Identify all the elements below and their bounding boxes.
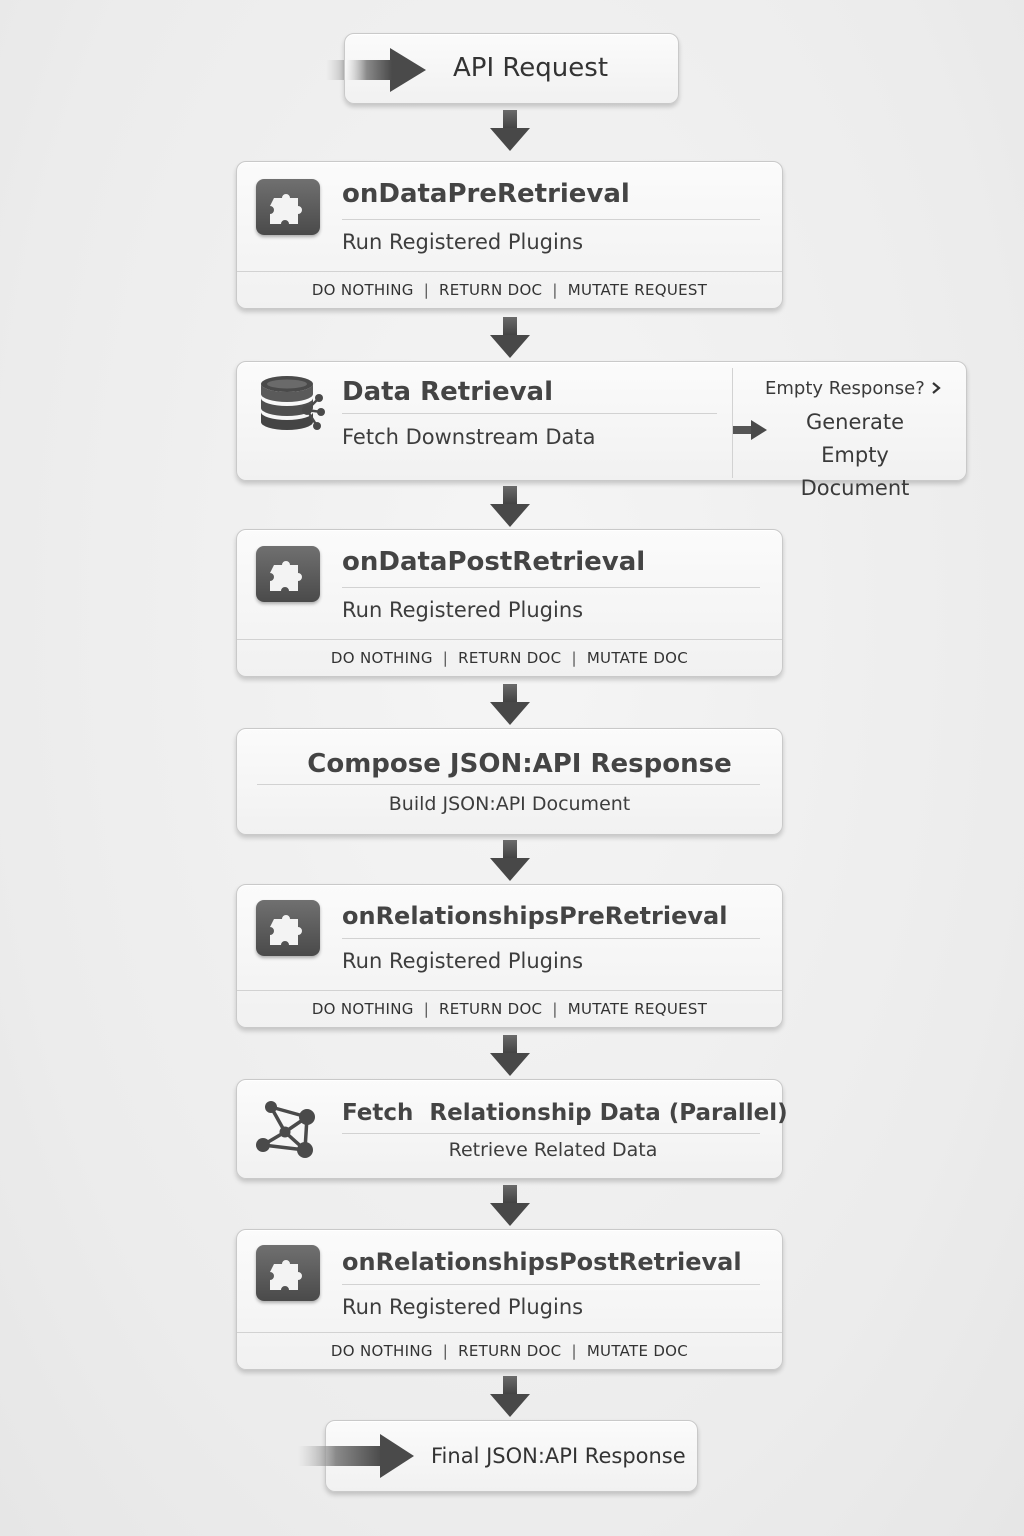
node-subtitle: Run Registered Plugins [342,949,584,973]
plugin-options: DO NOTHING|RETURN DOC|MUTATE REQUEST [237,990,782,1027]
node-subtitle: Build JSON:API Document [388,793,631,815]
option-return-doc: RETURN DOC [439,281,543,299]
puzzle-icon [256,179,320,235]
node-subtitle: Run Registered Plugins [342,230,584,254]
option-do-nothing: DO NOTHING [330,1342,433,1360]
node-subtitle: Fetch Downstream Data [342,425,596,449]
option-mutate-doc: MUTATE DOC [586,649,689,667]
plugin-options: DO NOTHING|RETURN DOC|MUTATE REQUEST [237,271,782,308]
node-title: Data Retrieval [342,377,554,407]
on-relationships-pre-retrieval-node: onRelationshipsPreRetrieval Run Register… [236,884,783,1028]
network-icon [256,1101,315,1158]
down-arrow-icon [490,840,530,881]
down-arrow-icon [490,110,530,151]
node-title: onRelationshipsPostRetrieval [342,1248,742,1276]
down-arrow-icon [490,1376,530,1417]
node-title: onDataPostRetrieval [342,547,646,577]
final-response-label: Final JSON:API Response [431,1444,686,1468]
node-title: Fetch Relationship Data (Parallel) [342,1100,788,1126]
node-title: onDataPreRetrieval [342,179,630,209]
on-data-post-retrieval-node: onDataPostRetrieval Run Registered Plugi… [236,529,783,677]
puzzle-icon [256,1245,320,1301]
generate-empty-document-label: Generate Empty Document [800,410,910,500]
puzzle-icon [256,546,320,602]
option-mutate-request: MUTATE REQUEST [567,1000,708,1018]
plugin-options: DO NOTHING|RETURN DOC|MUTATE DOC [237,639,782,676]
data-retrieval-node: Data Retrieval Fetch Downstream Data Emp… [236,361,967,500]
empty-response-question: Empty Response? [765,378,941,399]
puzzle-icon [256,900,320,956]
down-arrow-icon [490,1185,530,1226]
plugin-options: DO NOTHING|RETURN DOC|MUTATE DOC [237,1332,782,1369]
api-request-node: API Request [344,33,679,104]
down-arrow-icon [490,684,530,725]
branch-arrow-icon [733,420,767,440]
on-relationships-post-retrieval-node: onRelationshipsPostRetrieval Run Registe… [236,1229,783,1370]
option-do-nothing: DO NOTHING [311,1000,414,1018]
down-arrow-icon [490,486,530,527]
option-return-doc: RETURN DOC [439,1000,543,1018]
empty-response-branch: Empty Response? Generate Empty Document [732,368,967,500]
chevron-right-icon [931,382,941,394]
down-arrow-icon [490,1035,530,1076]
api-request-label: API Request [453,53,609,83]
on-data-pre-retrieval-node: onDataPreRetrieval Run Registered Plugin… [236,161,783,309]
database-icon [261,376,325,430]
down-arrow-icon [490,317,530,358]
exit-arrow [298,1434,414,1478]
option-do-nothing: DO NOTHING [311,281,414,299]
node-subtitle: Run Registered Plugins [342,1295,584,1319]
node-title: onRelationshipsPreRetrieval [342,902,728,930]
option-mutate-request: MUTATE REQUEST [567,281,708,299]
node-subtitle: Retrieve Related Data [448,1139,658,1161]
option-return-doc: RETURN DOC [458,1342,562,1360]
fetch-relationship-data-node: Fetch Relationship Data (Parallel) Retri… [236,1079,788,1179]
option-mutate-doc: MUTATE DOC [586,1342,689,1360]
compose-response-node: Compose JSON:API Response Build JSON:API… [236,728,783,835]
node-title: Compose JSON:API Response [307,749,732,779]
option-do-nothing: DO NOTHING [330,649,433,667]
option-return-doc: RETURN DOC [458,649,562,667]
node-subtitle: Run Registered Plugins [342,598,584,622]
